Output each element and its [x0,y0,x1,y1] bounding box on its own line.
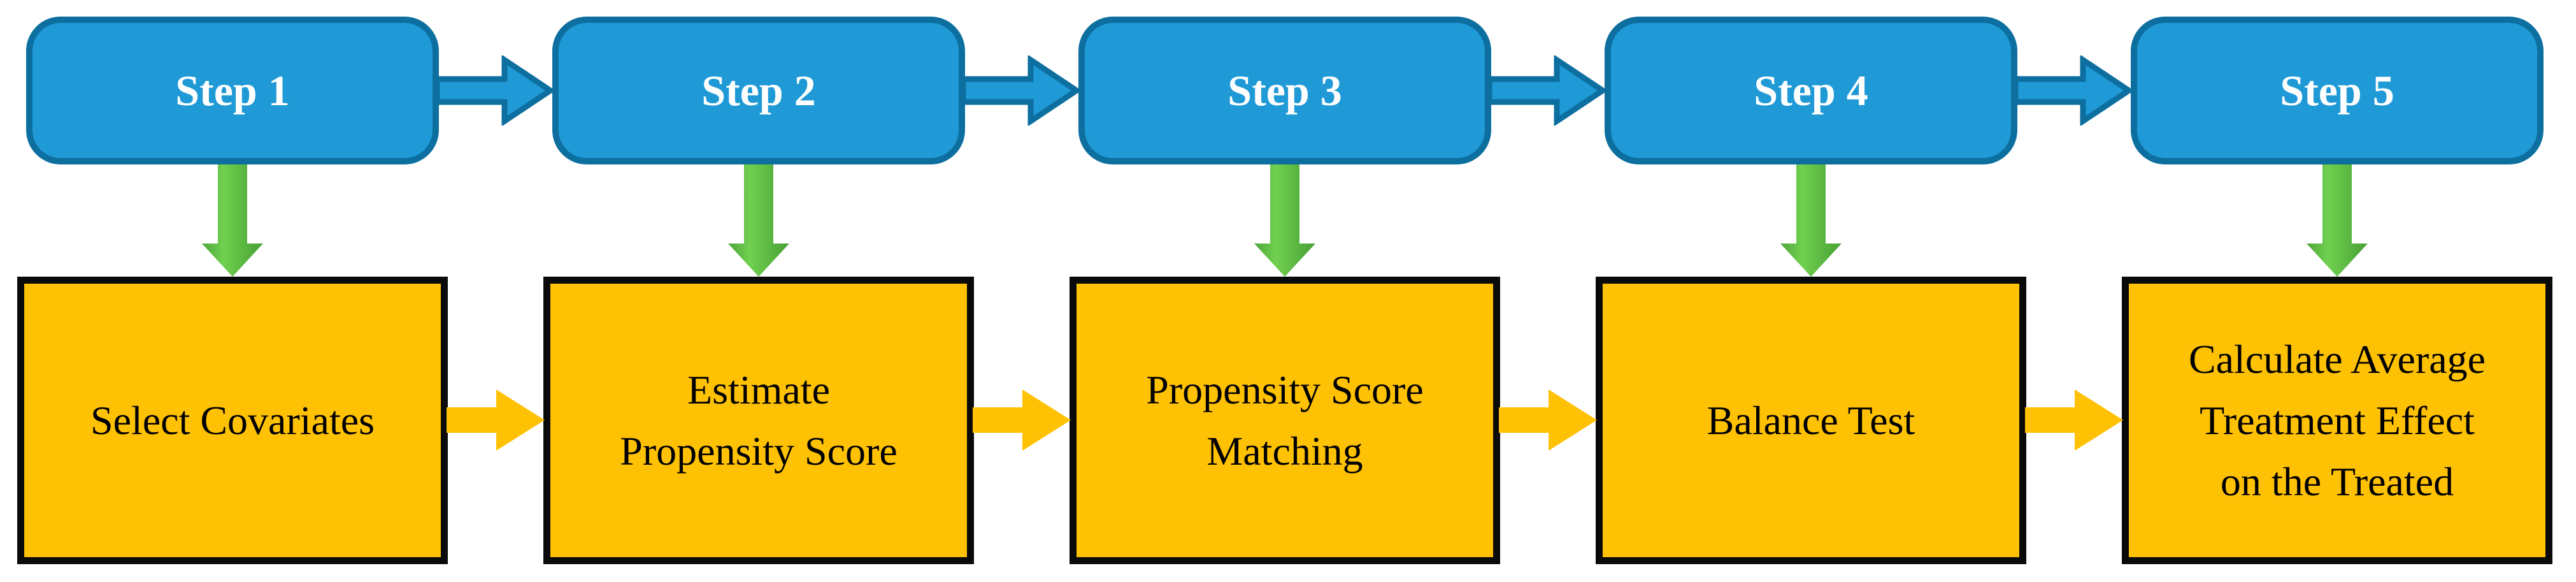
flow-column-4: Step 4 Balance Test [1596,17,2026,564]
step-box-5: Step 5 [2131,17,2544,164]
step-label-1: Step 1 [175,66,290,115]
blue-arrow-right-icon [963,55,1080,126]
connector-gap-1 [437,17,554,565]
connector-gap-3 [1489,17,1606,565]
gold-arrow-right-icon [447,389,545,451]
blue-arrow-right-icon [2015,55,2133,126]
task-label-4: Balance Test [1707,397,1915,443]
task-box-4: Balance Test [1596,277,2026,564]
step-box-4: Step 4 [1605,17,2017,164]
green-arrow-down-icon [728,164,789,277]
task-box-1: Select Covariates [17,277,448,564]
blue-arrow-right-icon [437,55,554,126]
flow-column-2: Step 2 Estimate Propensity Score [543,17,974,564]
step-label-5: Step 5 [2280,66,2394,115]
step-label-2: Step 2 [701,66,816,115]
gold-arrow-right-icon [2025,389,2123,451]
step-box-3: Step 3 [1078,17,1491,164]
flow-column-1: Step 1 Select Covariates [17,17,448,564]
flowchart-row: Step 1 Select Covariates Step 2 [17,17,2552,565]
flow-column-5: Step 5 Calculate Average Treatment Effec… [2122,17,2552,564]
step-label-4: Step 4 [1754,66,1868,115]
flow-column-3: Step 3 Propensity Score Matching [1070,17,1500,564]
step-label-3: Step 3 [1227,66,1342,115]
green-arrow-down-icon [1780,164,1842,277]
task-label-5: Calculate Average Treatment Effect on th… [2188,336,2486,504]
task-label-3: Propensity Score Matching [1146,367,1424,474]
connector-gap-2 [963,17,1080,565]
gold-arrow-right-icon [1499,389,1597,451]
gold-arrow-right-icon [973,389,1071,451]
task-box-5: Calculate Average Treatment Effect on th… [2122,277,2552,564]
task-box-3: Propensity Score Matching [1070,277,1500,564]
step-box-2: Step 2 [552,17,965,164]
green-arrow-down-icon [202,164,263,277]
green-arrow-down-icon [1254,164,1315,277]
blue-arrow-right-icon [1489,55,1606,126]
task-label-1: Select Covariates [90,397,375,443]
task-label-2: Estimate Propensity Score [620,367,898,474]
step-box-1: Step 1 [26,17,439,164]
task-box-2: Estimate Propensity Score [543,277,974,564]
connector-gap-4 [2015,17,2133,565]
green-arrow-down-icon [2307,164,2368,277]
